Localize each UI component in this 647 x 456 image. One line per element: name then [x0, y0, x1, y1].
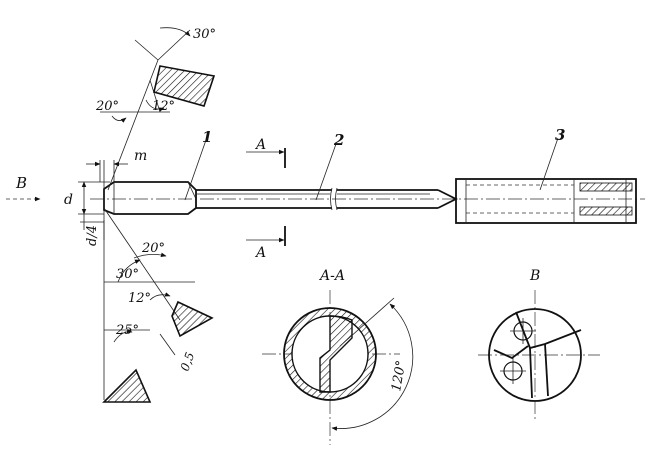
part-3-label: 3: [555, 126, 565, 144]
leader-part-2: [315, 143, 337, 201]
drill-head: [103, 181, 197, 215]
drill-side-view: [90, 178, 645, 224]
arc-12-top: [145, 99, 165, 112]
part-2-label: 2: [333, 131, 344, 149]
arc-25: [113, 328, 133, 343]
bottom-edge-line: [103, 207, 181, 321]
edge-geometry: [100, 27, 195, 400]
arc-12-bottom: [149, 292, 171, 301]
section-markers: [246, 148, 286, 246]
dim-05-leader: [159, 333, 176, 356]
angle-20-bottom: 20°: [141, 241, 165, 256]
leader-part-3: [539, 137, 559, 191]
arc-30-top: [159, 27, 191, 37]
view-b: [478, 290, 600, 420]
dim-m-label: m: [134, 148, 147, 164]
shank-body: [455, 178, 637, 224]
break-mark-right: [335, 187, 338, 211]
angle-20-top: 20°: [95, 99, 119, 114]
view-b-label: B: [15, 174, 27, 192]
section-marker-top: A: [254, 137, 266, 153]
view-b-title: B: [529, 268, 540, 284]
bottom-wedge-section: [171, 300, 214, 338]
angle-30-top: 30°: [193, 27, 216, 42]
dim-d-label: d: [64, 192, 73, 208]
top-12-ref: [149, 79, 161, 113]
dim-0-5: 0,5: [178, 350, 198, 373]
angle-25: 25°: [115, 323, 139, 338]
arc-30-bottom: [117, 259, 141, 283]
dim-d4-label: d/4: [85, 225, 100, 246]
top-30-ref: [157, 29, 191, 61]
part-1-label: 1: [202, 128, 212, 146]
arc-20-bottom: [133, 252, 167, 259]
leader-part-1: [184, 139, 207, 201]
25-wedge-section: [102, 368, 152, 403]
thread-hatch-bottom: [579, 206, 633, 216]
section-a-a-title: A-A: [318, 268, 345, 284]
thread-hatch-top: [579, 182, 633, 192]
angle-30-bottom: 30°: [116, 267, 139, 282]
angle-12-top: 12°: [152, 99, 175, 114]
break-mark-left: [330, 187, 333, 211]
arc-20-top: [111, 115, 127, 123]
top-30-ref2: [134, 39, 159, 61]
head-chamfer-line: [187, 181, 197, 200]
section-marker-bottom: A: [254, 245, 266, 261]
angle-12-bottom: 12°: [128, 291, 151, 306]
top-wedge-section: [153, 65, 216, 107]
dimension-d: [78, 160, 128, 230]
top-edge-line: [107, 59, 159, 191]
angle-120: 120°: [389, 359, 409, 392]
section-a-a: [262, 290, 414, 445]
